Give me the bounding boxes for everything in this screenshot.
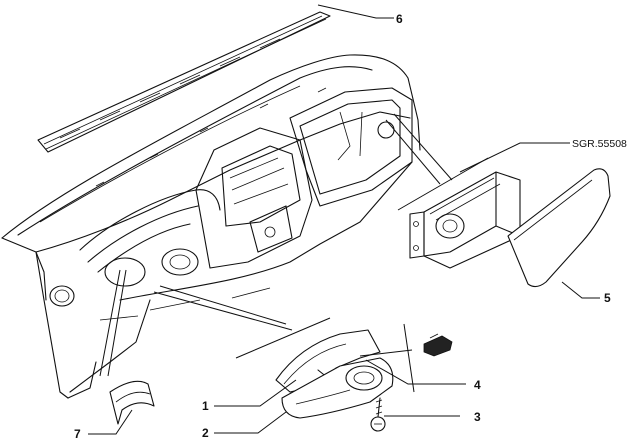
explosion-guide-lines — [99, 113, 489, 393]
airbag-module — [409, 171, 521, 269]
reference-code: SGR.55508 — [572, 138, 627, 150]
callout-1: 1 — [202, 399, 209, 413]
screw — [370, 397, 386, 432]
a-pillar-trim-cap — [109, 380, 155, 425]
callout-7: 7 — [74, 427, 81, 441]
leader-lines — [88, 4, 600, 435]
callout-2: 2 — [202, 426, 209, 440]
callout-4: 4 — [474, 378, 481, 392]
labels: 6 SGR.55508 5 4 3 1 2 7 — [74, 12, 627, 441]
windscreen-demister-vent — [37, 11, 331, 153]
callout-5: 5 — [604, 291, 611, 305]
callout-6: 6 — [396, 12, 403, 26]
dashboard-body — [1, 54, 421, 399]
callout-3: 3 — [474, 410, 481, 424]
airbag-cover-panel — [507, 168, 611, 288]
steering-column-lower-shroud — [281, 357, 394, 419]
clip — [423, 333, 453, 357]
